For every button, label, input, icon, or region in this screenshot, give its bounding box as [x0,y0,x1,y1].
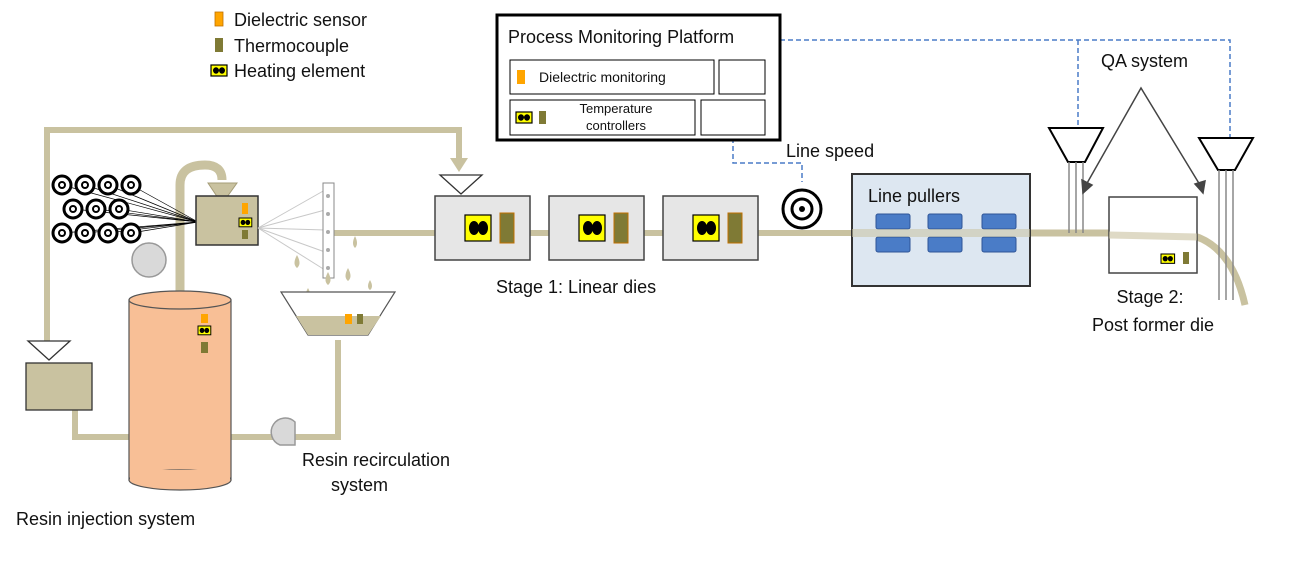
spool-icon [97,174,119,196]
pump-icon [131,242,167,278]
line-pullers-label: Line pullers [868,186,960,206]
dielectric-monitoring-label: Dielectric monitoring [539,69,666,85]
qa-sensor-right-icon [1197,137,1255,300]
stage2-label-line1: Stage 2: [1116,287,1183,307]
legend-thermocouple: Thermocouple [234,36,349,56]
spool-icon [74,222,96,244]
process-monitoring-platform: Process Monitoring Platform Dielectric m… [495,13,782,142]
top-return-pipe [44,127,462,345]
spool-icon [97,222,119,244]
dielectric-sensor-icon [214,11,224,27]
spool-icon [51,222,73,244]
collection-hopper [279,291,397,336]
qa-system-label: QA system [1101,51,1188,71]
temperature-controllers-label-line1: Temperature [580,101,653,116]
stage1-label: Stage 1: Linear dies [496,277,656,297]
stage2-label-line2: Post former die [1092,315,1214,335]
spool-icon [74,174,96,196]
heating-element-icon [515,111,533,124]
spool-icon [51,174,73,196]
gooseneck-pipe [175,160,227,300]
product-through-pullers [852,229,1030,237]
guide-plate [322,182,335,279]
injection-pipe [72,410,135,440]
spool-icon [120,222,142,244]
legend-heating-element: Heating element [234,61,365,81]
linear-die-3 [662,195,759,261]
legend: Dielectric sensor Thermocouple Heating e… [210,10,367,81]
heating-element-icon [210,64,228,77]
die-1-hopper-icon [438,174,484,195]
spool-icon [85,198,107,220]
spool-icon [120,174,142,196]
resin-recirculation-label-line1: Resin recirculation [302,450,450,470]
resin-injection-label: Resin injection system [16,509,195,529]
fibre-fan [257,189,326,271]
resin-tank [128,290,232,491]
gooseneck-arrowhead [207,182,238,205]
signal-lines [732,39,1231,182]
legend-dielectric-sensor: Dielectric sensor [234,10,367,30]
product-line-through-post-former [1108,231,1198,241]
resin-recirculation-label-line2: system [331,475,388,495]
injection-feeder [25,340,93,411]
recirc-pump-icon [270,417,296,446]
thermocouple-icon [215,38,223,52]
temperature-controllers-label-line2: controllers [586,118,646,133]
spool-icon [108,198,130,220]
line-speed-label: Line speed [786,141,874,161]
qa-sensor-left-icon [1047,127,1105,233]
recirc-pipe [228,340,341,440]
resin-drips [294,236,372,298]
impregnation-box [195,195,259,246]
fibre-creel [51,174,199,244]
line-speed-roller-icon [781,188,823,230]
platform-title: Process Monitoring Platform [508,27,734,47]
spool-icon [62,198,84,220]
top-pipe-arrowhead [450,158,468,172]
linear-die-1 [434,195,531,261]
linear-die-2 [548,195,645,261]
qa-arrows [1081,86,1206,195]
